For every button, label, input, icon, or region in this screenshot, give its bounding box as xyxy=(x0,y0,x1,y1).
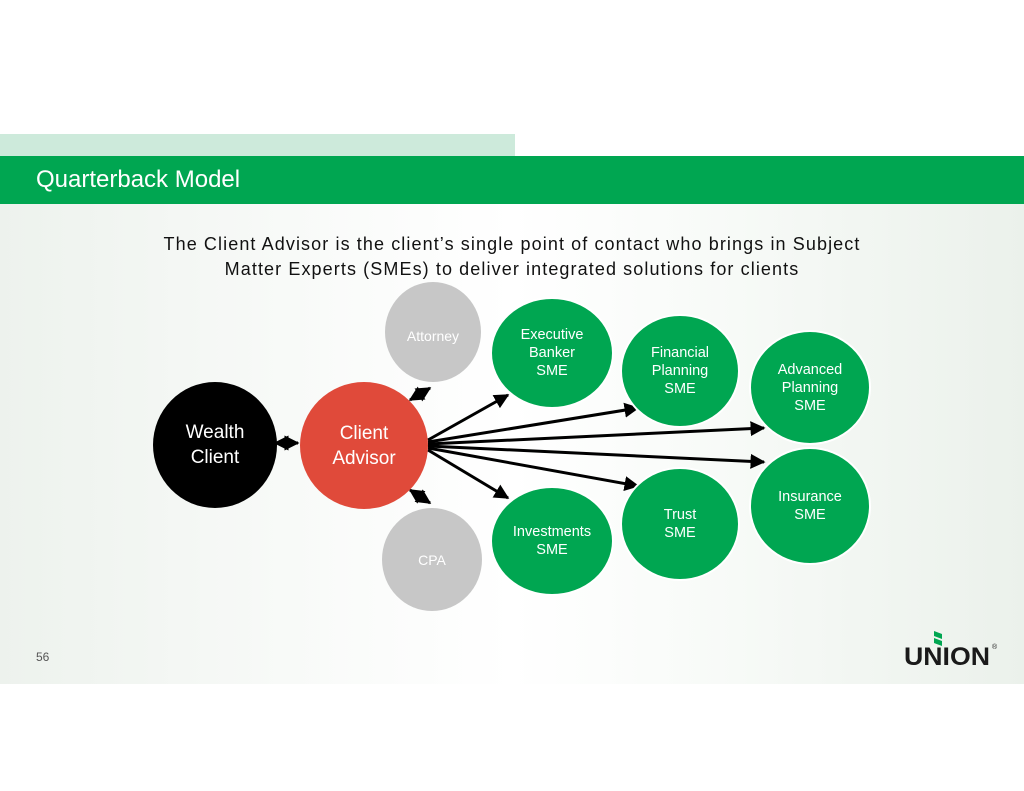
arrow-to-insurance xyxy=(427,444,766,469)
title-accent-strip xyxy=(0,134,515,156)
union-logo-registered: ® xyxy=(992,643,998,651)
advanced-planning-sme-node: Advanced Planning SME xyxy=(749,330,871,445)
page-number: 56 xyxy=(36,650,50,664)
executive-banker-sme-node: Executive Banker SME xyxy=(490,297,614,409)
wealth-client-node: Wealth Client xyxy=(153,382,277,508)
arrow-to-executive-banker xyxy=(427,393,510,442)
cpa-label: CPA xyxy=(418,552,446,568)
attorney-label: Attorney xyxy=(406,328,460,344)
slide-title: Quarterback Model xyxy=(36,166,241,193)
trust-sme-node: Trust SME xyxy=(620,467,740,581)
client-advisor-node: Client Advisor xyxy=(300,382,428,509)
advanced-planning-sme-label: Advanced Planning SME xyxy=(777,361,843,414)
arrow-to-financial-planning xyxy=(427,402,640,444)
union-logo: UNION ® xyxy=(904,631,998,668)
slide-subtitle: The Client Advisor is the client’s singl… xyxy=(62,232,962,282)
union-logo-mark xyxy=(934,631,942,646)
financial-planning-sme-label: Financial Planning SME xyxy=(650,345,710,397)
insurance-sme-label: Insurance SME xyxy=(778,489,842,523)
arrow-to-investments xyxy=(427,448,510,500)
cpa-node: CPA xyxy=(382,508,482,611)
wealth-client-label: Wealth Client xyxy=(185,422,245,468)
arrow-advisor-cpa xyxy=(408,488,432,505)
executive-banker-sme-label: Executive Banker SME xyxy=(520,327,584,379)
client-advisor-label: Client Advisor xyxy=(332,422,396,469)
investments-sme-label: Investments SME xyxy=(512,524,592,558)
financial-planning-sme-node: Financial Planning SME xyxy=(620,314,740,428)
insurance-sme-node: Insurance SME xyxy=(749,447,871,565)
arrow-to-trust xyxy=(427,446,640,491)
title-bar xyxy=(0,156,1024,204)
attorney-node: Attorney xyxy=(385,282,481,382)
arrow-advisor-attorney xyxy=(408,386,432,402)
subtitle-line-1: The Client Advisor is the client’s singl… xyxy=(163,234,861,254)
arrow-to-advanced-planning xyxy=(427,421,766,446)
investments-sme-node: Investments SME xyxy=(490,486,614,596)
trust-sme-label: Trust SME xyxy=(663,507,697,541)
subtitle-line-2: Matter Experts (SMEs) to deliver integra… xyxy=(224,259,800,279)
union-logo-text: UNION xyxy=(904,643,990,668)
